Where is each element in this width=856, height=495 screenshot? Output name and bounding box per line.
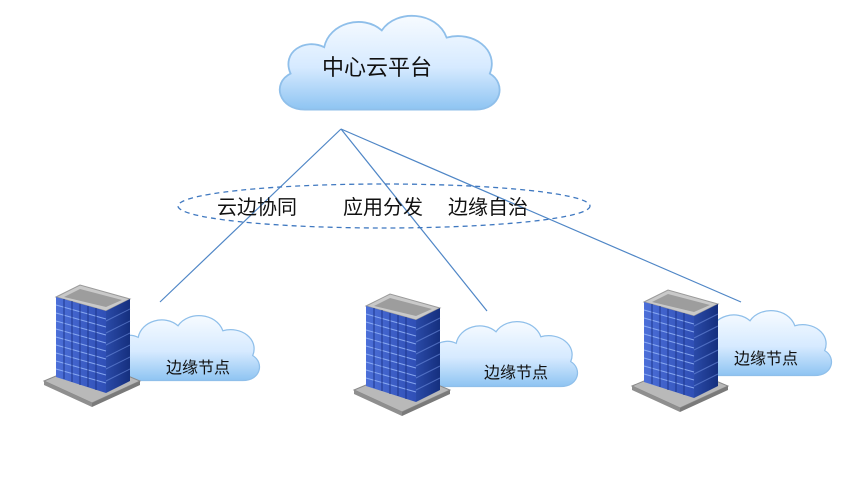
connection-line-right: [340, 128, 742, 303]
feature-ellipse: [177, 183, 591, 229]
edge-node-1: [43, 284, 261, 408]
building-icon: [43, 284, 141, 408]
building-icon: [353, 293, 451, 417]
edge-node-label: 边缘节点: [484, 363, 549, 382]
feature-cloud-edge-collaboration: 云边协同: [217, 195, 297, 219]
connection-line-middle: [340, 128, 488, 312]
edge-node-2: [353, 293, 579, 417]
center-cloud-label: 中心云平台: [322, 56, 433, 81]
connection-lines: [159, 128, 742, 312]
edge-node-3: [631, 289, 833, 413]
edge-node-label: 边缘节点: [166, 358, 231, 377]
feature-edge-autonomy: 边缘自治: [448, 195, 528, 219]
connection-line-left: [159, 128, 342, 303]
feature-app-distribution: 应用分发: [343, 195, 423, 219]
building-icon: [631, 289, 729, 413]
edge-node-label: 边缘节点: [734, 349, 799, 368]
